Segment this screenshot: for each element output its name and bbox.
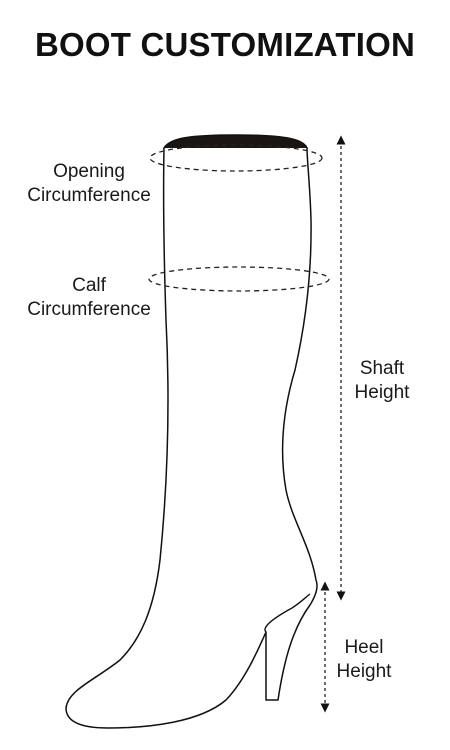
opening-circumference-label: Opening Circumference xyxy=(27,161,151,206)
opening-circumference-guide xyxy=(149,144,323,172)
page-title: BOOT CUSTOMIZATION xyxy=(34,26,416,63)
shaft-height-label: Shaft Height xyxy=(354,358,410,403)
heel-height-label: Heel Height xyxy=(336,637,392,682)
calf-circumference-label: Calf Circumference xyxy=(27,275,151,320)
calf-circumference-guide xyxy=(148,266,330,292)
heel-inner-line xyxy=(264,593,311,633)
boot-outline xyxy=(65,147,318,729)
